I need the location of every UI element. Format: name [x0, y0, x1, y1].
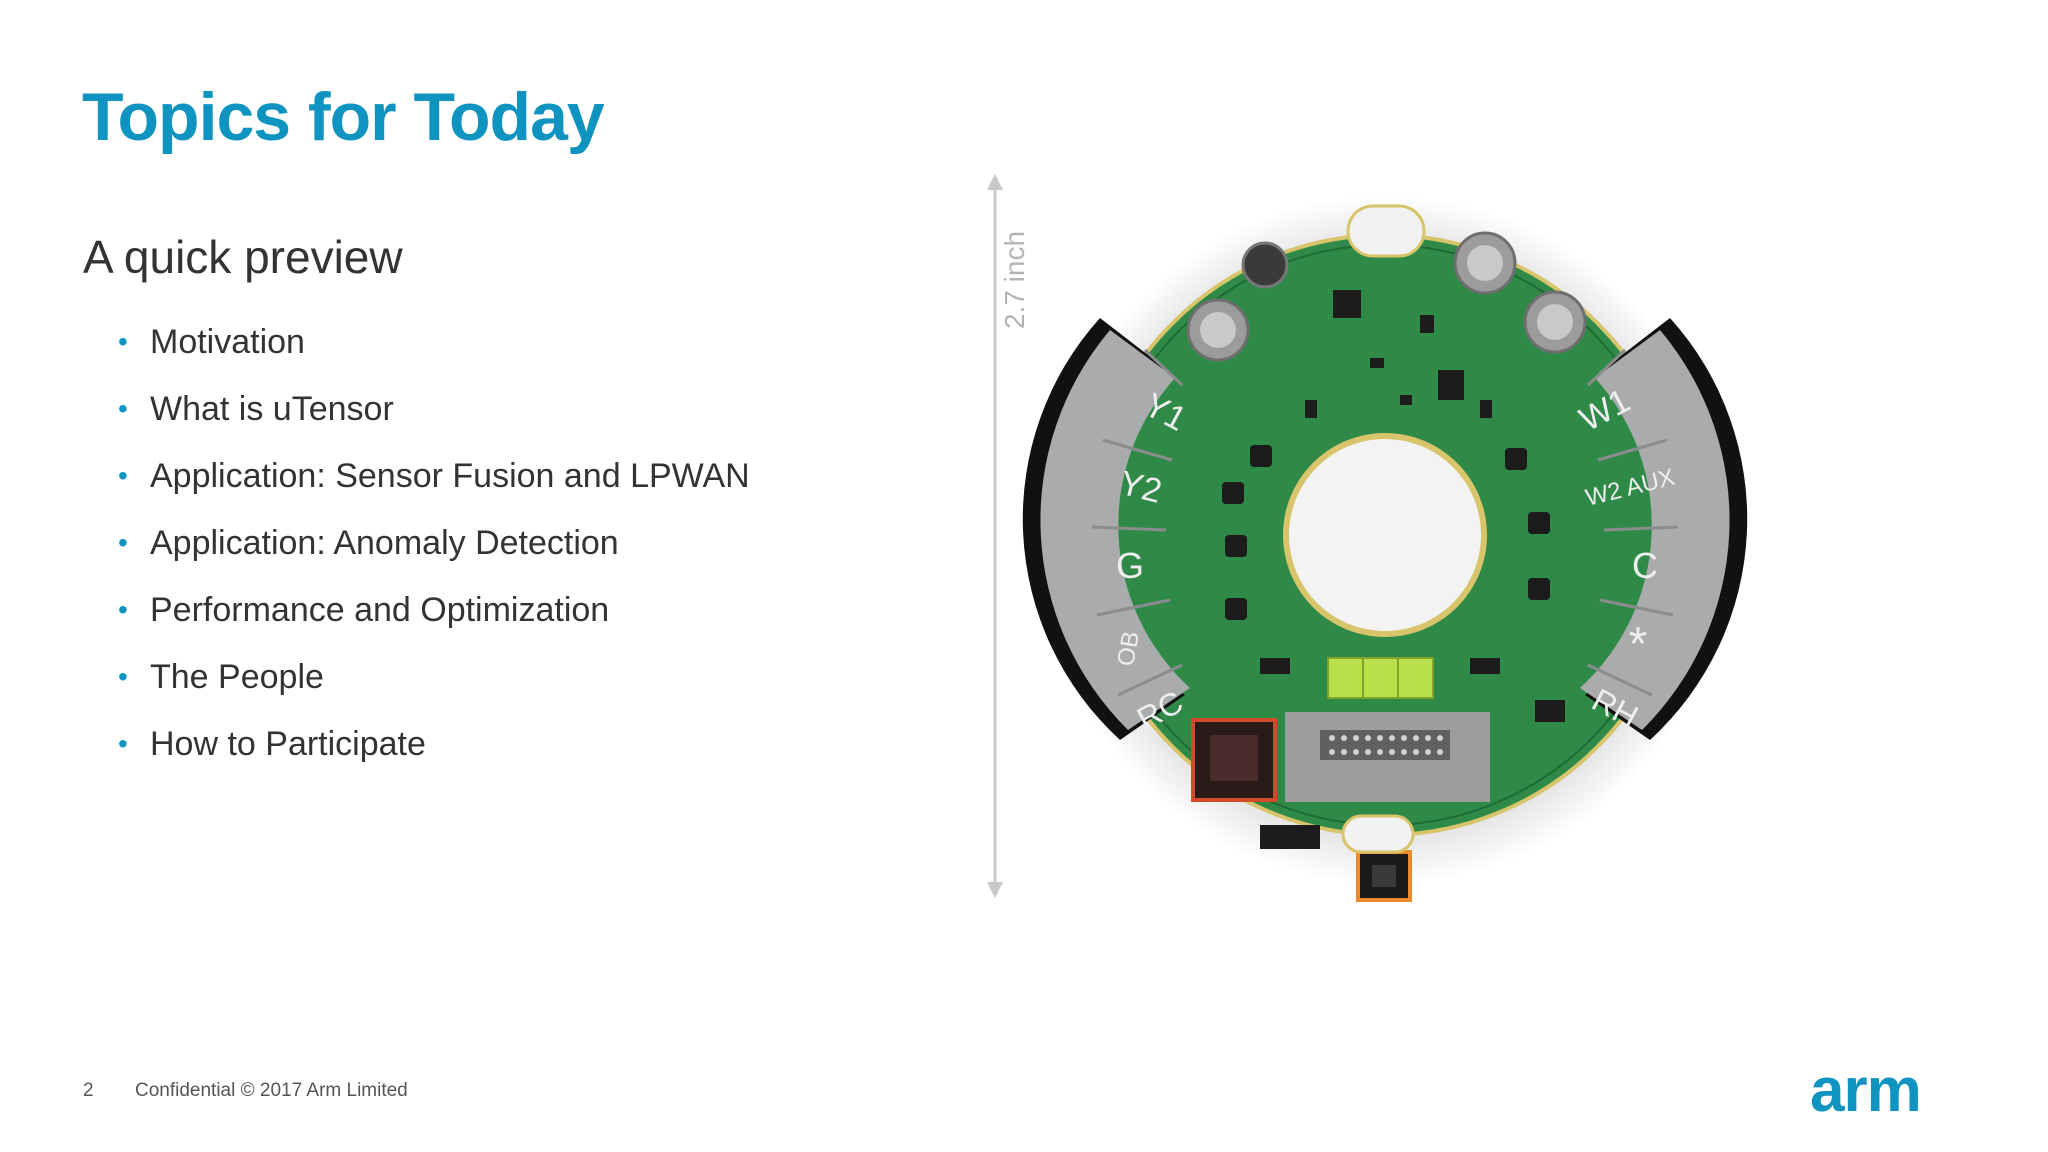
button-label-ob: OB — [1112, 629, 1145, 668]
list-item: •Motivation — [118, 315, 750, 382]
thermostat-board-image: 2.7 inch Y1 Y2 G OB RC W1 W2 AUX C * RH — [987, 174, 1748, 902]
bullet-icon: • — [118, 326, 128, 357]
bullet-icon: • — [118, 594, 128, 625]
slide-title: Topics for Today — [82, 79, 605, 155]
list-item: •How to Participate — [118, 717, 750, 784]
bullet-icon: • — [118, 661, 128, 692]
list-item: •The People — [118, 650, 750, 717]
footer-confidential: Confidential © 2017 Arm Limited — [135, 1080, 408, 1101]
bullet-icon: • — [118, 728, 128, 759]
left-button-arc — [1022, 318, 1190, 740]
button-label-c: C — [1632, 545, 1658, 586]
list-item: •Application: Sensor Fusion and LPWAN — [118, 449, 750, 516]
button-label-g: G — [1116, 545, 1144, 586]
bullet-icon: • — [118, 527, 128, 558]
capacitor-group — [1186, 231, 1587, 362]
bullet-icon: • — [118, 393, 128, 424]
list-item: •Application: Anomaly Detection — [118, 516, 750, 583]
right-button-arc — [1580, 318, 1748, 740]
list-item: •Performance and Optimization — [118, 583, 750, 650]
bullet-icon: • — [118, 460, 128, 491]
slide-subtitle: A quick preview — [83, 231, 403, 283]
page-number: 2 — [83, 1080, 94, 1101]
dimension-label: 2.7 inch — [999, 231, 1030, 329]
button-label-star: * — [1629, 618, 1648, 671]
dimension-arrow — [987, 174, 1003, 898]
arm-logo: arm — [1810, 1056, 1922, 1125]
pcb-components — [1222, 290, 1565, 849]
list-item: •What is uTensor — [118, 382, 750, 449]
topic-list: •Motivation •What is uTensor •Applicatio… — [118, 315, 750, 784]
